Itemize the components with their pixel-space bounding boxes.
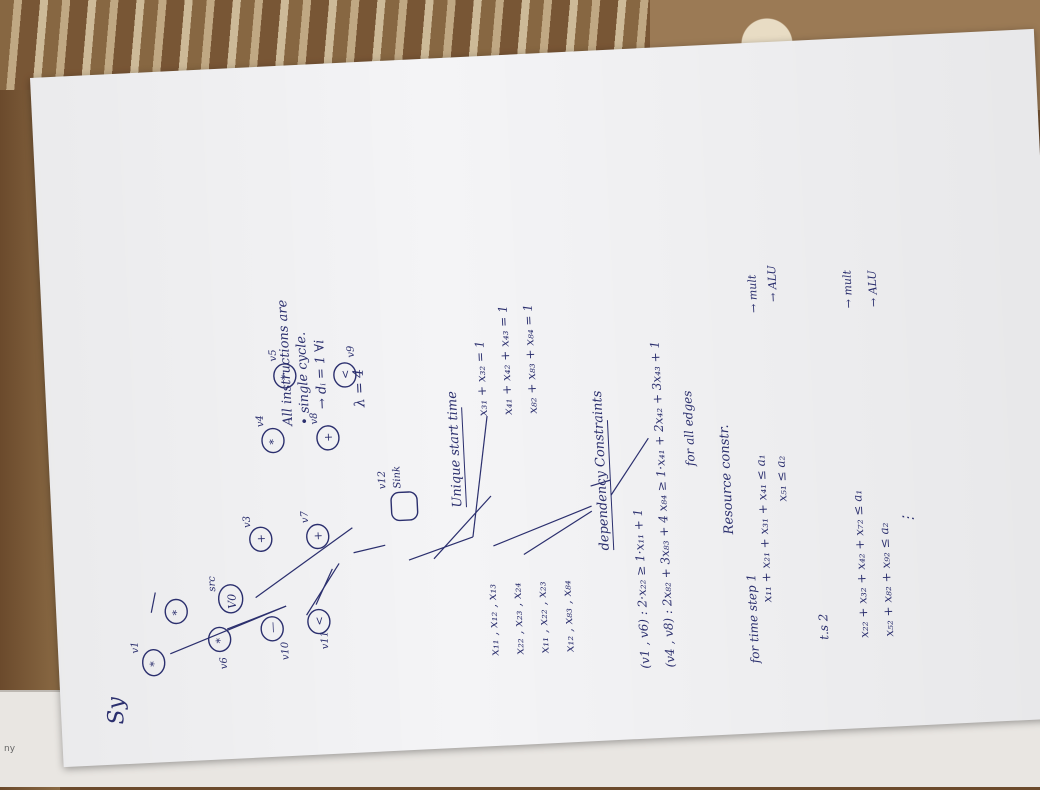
svg-text:*: * [148,660,161,667]
svg-text:v7: v7 [299,510,311,523]
resource-line-4: x₅₂ + x₈₂ + x₉₂ ≤ a₂ [877,522,897,637]
lambda-value: λ = 4 [351,368,369,408]
svg-text:(v1 , v6) : 2·x₂₂ ≥ 1·x₁₁ + 1: (v1 , v6) : 2·x₂₂ ≥ 1·x₁₁ + 1 [631,508,653,668]
svg-text:→ mult: → mult [840,269,855,308]
svg-text:x₁₂ , x₈₃ , x₈₄: x₁₂ , x₈₃ , x₈₄ [559,580,577,653]
node-v9: < v9 [333,345,357,388]
corner-mark: Sy [103,696,129,725]
handwritten-notes: Sy [103,264,917,725]
svg-text:—: — [266,621,280,633]
svg-text:v9: v9 [345,345,357,358]
svg-text:v6: v6 [219,656,231,669]
svg-text:x₈₂ + x₈₃ + x₈₄ = 1: x₈₂ + x₈₃ + x₈₄ = 1 [521,304,540,414]
node-v7: + v7 [299,510,330,550]
dependency-heading: dependency Constraints [590,390,613,551]
svg-text:All instructions are: All instructions are [275,299,296,427]
svg-text:v4: v4 [255,415,267,428]
svg-text:Sink: Sink [391,466,403,489]
svg-text:v8: v8 [309,412,321,425]
node-v8: + v8 [309,412,340,451]
svg-text:<: < [313,616,326,626]
node-v12: v12 Sink [377,466,419,522]
svg-text:for all edges: for all edges [680,390,698,467]
node-v11: < v11 [307,608,331,650]
svg-text:*: * [214,637,227,644]
svg-text:+: + [322,432,335,442]
svg-text:⋮: ⋮ [900,511,917,526]
node-v10: — v10 [260,616,292,661]
svg-text:x₁₁ , x₂₂ , x₂₃: x₁₁ , x₂₂ , x₂₃ [534,581,552,654]
resource-line-3: x₂₂ + x₃₂ + x₄₂ + x₇₂ ≤ a₁ [850,489,871,638]
svg-text:• single cycle.: • single cycle. [294,331,314,425]
svg-text:*: * [279,374,292,381]
svg-text:v10: v10 [280,641,292,661]
svg-text:→ mult: → mult [745,274,760,313]
svg-text:x₁₁ , x₁₂ , x₁₃: x₁₁ , x₁₂ , x₁₃ [484,583,502,656]
node-v3: + v3 [242,516,273,552]
svg-text:v12: v12 [377,471,389,490]
assumption-note: All instructions are • single cycle. → d… [275,299,369,427]
svg-text:v3: v3 [242,516,254,529]
node-v6: * v6 [207,626,232,669]
svg-text:x₃₁ + x₃₂ = 1: x₃₁ + x₃₂ = 1 [472,340,490,416]
svg-text:→ dᵢ = 1 ∀i: → dᵢ = 1 ∀i [312,339,330,409]
svg-text:x₂₂ , x₂₃ , x₂₄: x₂₂ , x₂₃ , x₂₄ [509,582,527,655]
node-v5: * v5 [268,349,297,389]
svg-text:<: < [339,369,352,379]
svg-text:*: * [170,609,183,616]
svg-text:v1: v1 [130,641,142,654]
unique-start-heading: Unique start time [445,390,466,508]
svg-text:*: * [267,438,280,445]
svg-text:→ ALU: → ALU [765,264,780,302]
cover-text: ny [4,744,16,754]
node-v2: * [164,598,188,625]
unique-start-section: Unique start time x₁₁ , x₁₂ , x₁₃ x₂₂ , … [445,304,577,657]
notebook-page: Sy [30,28,1040,768]
node-v0: V0 src [207,576,244,614]
svg-text:x₄₁ + x₄₂ + x₄₃ = 1: x₄₁ + x₄₂ + x₄₃ = 1 [496,305,515,415]
svg-text:(v4 , v8) : 2x₈₂ + 3x₈₃ + 4 x: (v4 , v8) : 2x₈₂ + 3x₈₃ + 4 x₈₄ ≥ 1·x₄₁ … [648,341,678,668]
dependency-section: dependency Constraints (v1 , v6) : 2·x₂₂… [590,341,698,669]
node-v1: * v1 [130,641,166,677]
dataflow-graph: * v1 * V0 src + v3 [130,345,649,677]
svg-text:for time step 1: for time step 1 [744,574,762,665]
resource-section: Resource constr. for time step 1 [717,424,763,665]
resource-line-2: x₅₁ ≤ a₂ [773,455,789,502]
timestep-2-label: t.s 2 [816,613,831,640]
svg-text:src: src [207,576,219,592]
node-v4: * v4 [255,415,285,454]
svg-text:→ ALU: → ALU [865,269,880,307]
svg-text:v11: v11 [319,631,331,650]
resource-heading: Resource constr. [717,424,737,536]
svg-text:V0: V0 [225,593,239,609]
svg-text:v5: v5 [268,349,280,362]
svg-text:+: + [255,534,268,544]
svg-text:+: + [311,531,324,541]
